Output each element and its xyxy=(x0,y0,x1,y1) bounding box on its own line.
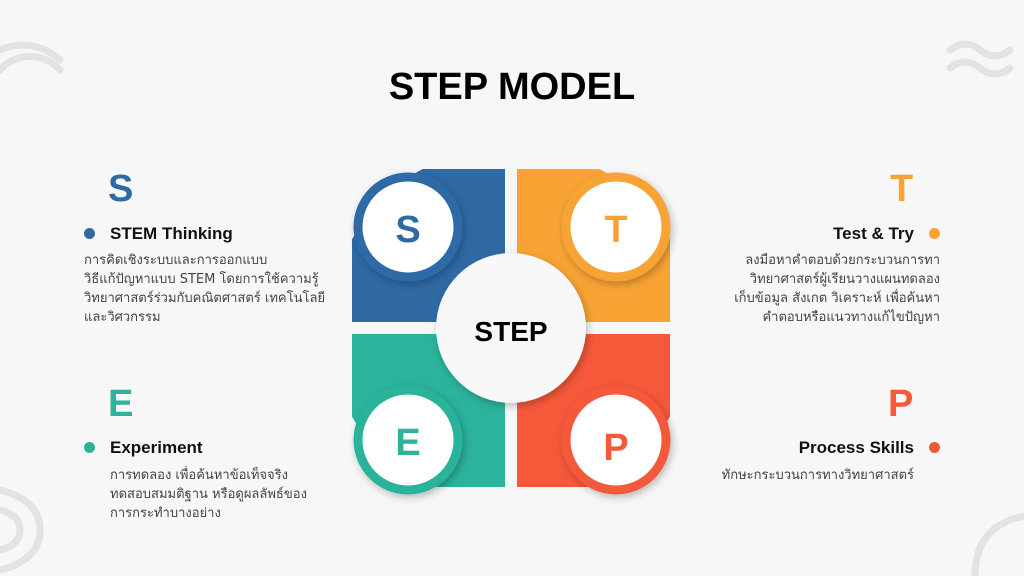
section-letter-e: E xyxy=(108,383,134,425)
badge-e xyxy=(353,385,463,495)
badge-letter-s: S xyxy=(395,209,420,251)
heading-test-try: Test & Try xyxy=(833,224,914,243)
badge-letter-p: P xyxy=(603,427,628,469)
bullet-dot-s xyxy=(84,228,95,239)
bullet-dot-t xyxy=(929,228,940,239)
center-label: STEP xyxy=(474,316,547,347)
desc-line: และวิศวกรรม xyxy=(84,310,161,325)
section-letter-s: S xyxy=(108,168,134,210)
desc-line: ทดสอบสมมติฐาน หรือดูผลลัพธ์ของ xyxy=(110,487,307,502)
center-circle xyxy=(436,253,586,403)
description-stem-thinking: การคิดเชิงระบบและการออกแบบ วิธีแก้ปัญหาแ… xyxy=(84,251,325,327)
desc-line: ลงมือหาคำตอบด้วยกระบวนการทา xyxy=(745,253,940,268)
desc-line: วิทยาศาสตร์ผู้เรียนวางแผนทดลอง xyxy=(749,272,940,287)
badge-letter-e: E xyxy=(395,422,420,464)
desc-line: การกระทำบางอย่าง xyxy=(110,506,221,521)
desc-line: การทดลอง เพื่อค้นหาข้อเท็จจริง xyxy=(110,468,288,483)
section-letter-p: P xyxy=(888,383,914,425)
description-process-skills: ทักษะกระบวนการทางวิทยาศาสตร์ xyxy=(722,466,914,485)
bullet-dot-p xyxy=(929,442,940,453)
desc-line: วิทยาศาสตร์ร่วมกับคณิตศาสตร์ เทคโนโลยี xyxy=(84,291,326,306)
page-title: STEP MODEL xyxy=(388,66,636,108)
desc-line: ทักษะกระบวนการทางวิทยาศาสตร์ xyxy=(721,468,914,483)
desc-line: วิธีแก้ปัญหาแบบ STEM โดยการใช้ความรู้ xyxy=(84,272,319,287)
desc-line: คำตอบหรือแนวทางแก้ไขปัญหา xyxy=(762,310,940,325)
desc-line: เก็บข้อมูล สังเกต วิเคราะห์ เพื่อค้นหา xyxy=(734,291,940,306)
badge-letter-t: T xyxy=(604,209,627,251)
description-test-try: ลงมือหาคำตอบด้วยกระบวนการทา วิทยาศาสตร์ผ… xyxy=(734,251,940,327)
description-experiment: การทดลอง เพื่อค้นหาข้อเท็จจริง ทดสอบสมมต… xyxy=(110,466,307,523)
heading-process-skills: Process Skills xyxy=(798,438,914,457)
heading-experiment: Experiment xyxy=(110,438,203,457)
badge-t xyxy=(561,172,671,282)
desc-line: การคิดเชิงระบบและการออกแบบ xyxy=(84,253,268,268)
section-letter-t: T xyxy=(890,168,914,210)
bullet-dot-e xyxy=(84,442,95,453)
badge-p xyxy=(561,385,671,495)
badge-s xyxy=(353,172,463,282)
heading-stem-thinking: STEM Thinking xyxy=(110,224,233,243)
